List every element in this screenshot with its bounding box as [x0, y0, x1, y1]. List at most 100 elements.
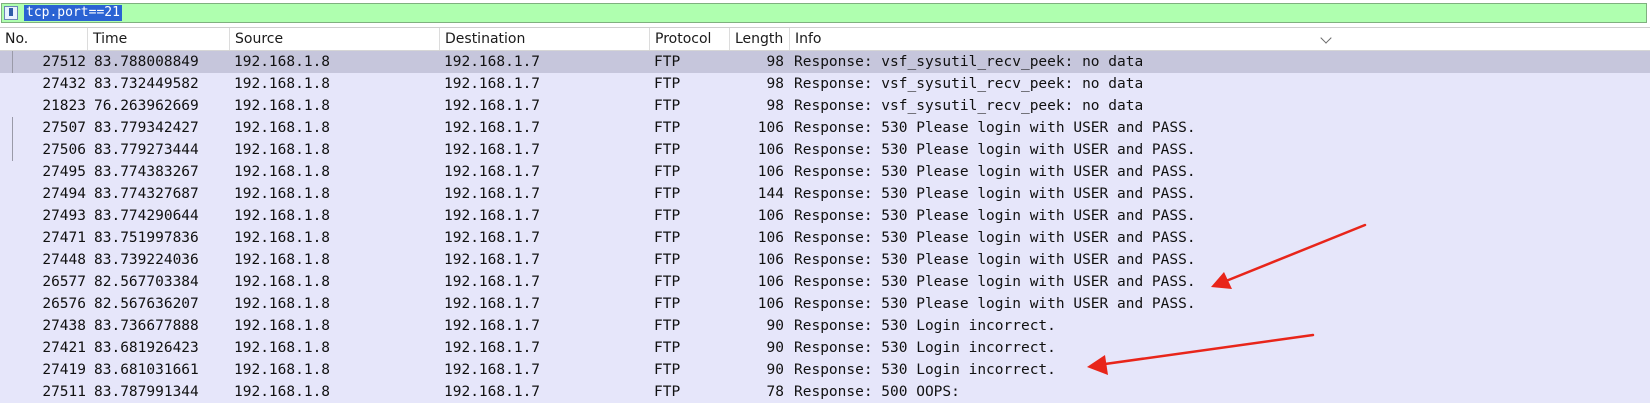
- related-packet-marker: [12, 51, 13, 73]
- packet-no: 26576: [42, 296, 86, 312]
- column-header-info[interactable]: Info: [795, 31, 822, 47]
- packet-info: Response: 530 Please login with USER and…: [794, 164, 1196, 180]
- packet-destination: 192.168.1.7: [444, 208, 541, 224]
- packet-time: 76.263962669: [94, 98, 199, 114]
- packet-time: 83.779342427: [94, 120, 199, 136]
- packet-length: 98: [766, 98, 784, 114]
- packet-time: 83.774290644: [94, 208, 199, 224]
- packet-source: 192.168.1.8: [234, 76, 331, 92]
- packet-destination: 192.168.1.7: [444, 98, 541, 114]
- packet-info: Response: 530 Please login with USER and…: [794, 296, 1196, 312]
- packet-time: 83.736677888: [94, 318, 199, 334]
- packet-length: 144: [757, 186, 784, 202]
- packet-source: 192.168.1.8: [234, 208, 331, 224]
- packet-time: 83.787991344: [94, 384, 199, 400]
- packet-protocol: FTP: [654, 318, 681, 334]
- column-header-no[interactable]: No.: [0, 28, 88, 50]
- packet-time: 82.567636207: [94, 296, 199, 312]
- packet-source: 192.168.1.8: [234, 318, 331, 334]
- column-header-time[interactable]: Time: [88, 28, 230, 50]
- packet-source: 192.168.1.8: [234, 230, 331, 246]
- packet-row[interactable]: 26576 82.567636207 192.168.1.8 192.168.1.7 F…: [0, 293, 1650, 315]
- packet-protocol: FTP: [654, 186, 681, 202]
- packet-destination: 192.168.1.7: [444, 120, 541, 136]
- packet-protocol: FTP: [654, 230, 681, 246]
- packet-destination: 192.168.1.7: [444, 230, 541, 246]
- packet-protocol: FTP: [654, 296, 681, 312]
- packet-length: 106: [757, 164, 784, 180]
- packet-protocol: FTP: [654, 340, 681, 356]
- packet-length: 90: [766, 340, 784, 356]
- packet-length: 106: [757, 230, 784, 246]
- packet-info: Response: 530 Please login with USER and…: [794, 252, 1196, 268]
- packet-time: 83.774383267: [94, 164, 199, 180]
- packet-source: 192.168.1.8: [234, 142, 331, 158]
- packet-destination: 192.168.1.7: [444, 318, 541, 334]
- packet-info: Response: vsf_sysutil_recv_peek: no data: [794, 76, 1144, 92]
- packet-length: 106: [757, 142, 784, 158]
- packet-time: 83.774327687: [94, 186, 199, 202]
- column-header-destination[interactable]: Destination: [440, 28, 650, 50]
- packet-source: 192.168.1.8: [234, 186, 331, 202]
- packet-no: 27432: [42, 76, 86, 92]
- packet-no: 27511: [42, 384, 86, 400]
- packet-protocol: FTP: [654, 362, 681, 378]
- packet-no: 21823: [42, 98, 86, 114]
- packet-source: 192.168.1.8: [234, 296, 331, 312]
- packet-no: 26577: [42, 274, 86, 290]
- packet-length: 106: [757, 296, 784, 312]
- packet-row[interactable]: 27494 83.774327687 192.168.1.8 192.168.1.7 F…: [0, 183, 1650, 205]
- packet-protocol: FTP: [654, 164, 681, 180]
- packet-time: 83.779273444: [94, 142, 199, 158]
- packet-row[interactable]: 27506 83.779273444 192.168.1.8 192.168.1.7 F…: [0, 139, 1650, 161]
- packet-protocol: FTP: [654, 384, 681, 400]
- column-header-protocol[interactable]: Protocol: [650, 28, 730, 50]
- packet-info: Response: 530 Please login with USER and…: [794, 230, 1196, 246]
- packet-destination: 192.168.1.7: [444, 362, 541, 378]
- packet-info: Response: 530 Please login with USER and…: [794, 186, 1196, 202]
- packet-time: 83.788008849: [94, 54, 199, 70]
- packet-destination: 192.168.1.7: [444, 274, 541, 290]
- display-filter-toolbar: tcp.port==21: [0, 0, 1650, 28]
- packet-destination: 192.168.1.7: [444, 296, 541, 312]
- display-filter-input[interactable]: tcp.port==21: [1, 3, 1647, 23]
- column-header-length[interactable]: Length: [730, 28, 790, 50]
- column-header-source[interactable]: Source: [230, 28, 440, 50]
- packet-no: 27493: [42, 208, 86, 224]
- packet-destination: 192.168.1.7: [444, 384, 541, 400]
- packet-destination: 192.168.1.7: [444, 252, 541, 268]
- packet-destination: 192.168.1.7: [444, 164, 541, 180]
- packet-time: 83.732449582: [94, 76, 199, 92]
- packet-time: 83.681926423: [94, 340, 199, 356]
- packet-source: 192.168.1.8: [234, 362, 331, 378]
- bookmark-icon[interactable]: [4, 6, 18, 20]
- packet-list-header: No. Time Source Destination Protocol Len…: [0, 28, 1650, 51]
- packet-info: Response: 530 Please login with USER and…: [794, 208, 1196, 224]
- packet-protocol: FTP: [654, 142, 681, 158]
- related-packet-marker: [12, 139, 13, 161]
- packet-source: 192.168.1.8: [234, 98, 331, 114]
- related-packet-marker: [12, 117, 13, 139]
- packet-no: 27494: [42, 186, 86, 202]
- packet-time: 83.739224036: [94, 252, 199, 268]
- packet-no: 27495: [42, 164, 86, 180]
- display-filter-text[interactable]: tcp.port==21: [24, 5, 122, 21]
- packet-info: Response: 530 Login incorrect.: [794, 318, 1056, 334]
- packet-destination: 192.168.1.7: [444, 142, 541, 158]
- packet-destination: 192.168.1.7: [444, 186, 541, 202]
- packet-length: 98: [766, 54, 784, 70]
- packet-no: 27506: [42, 142, 86, 158]
